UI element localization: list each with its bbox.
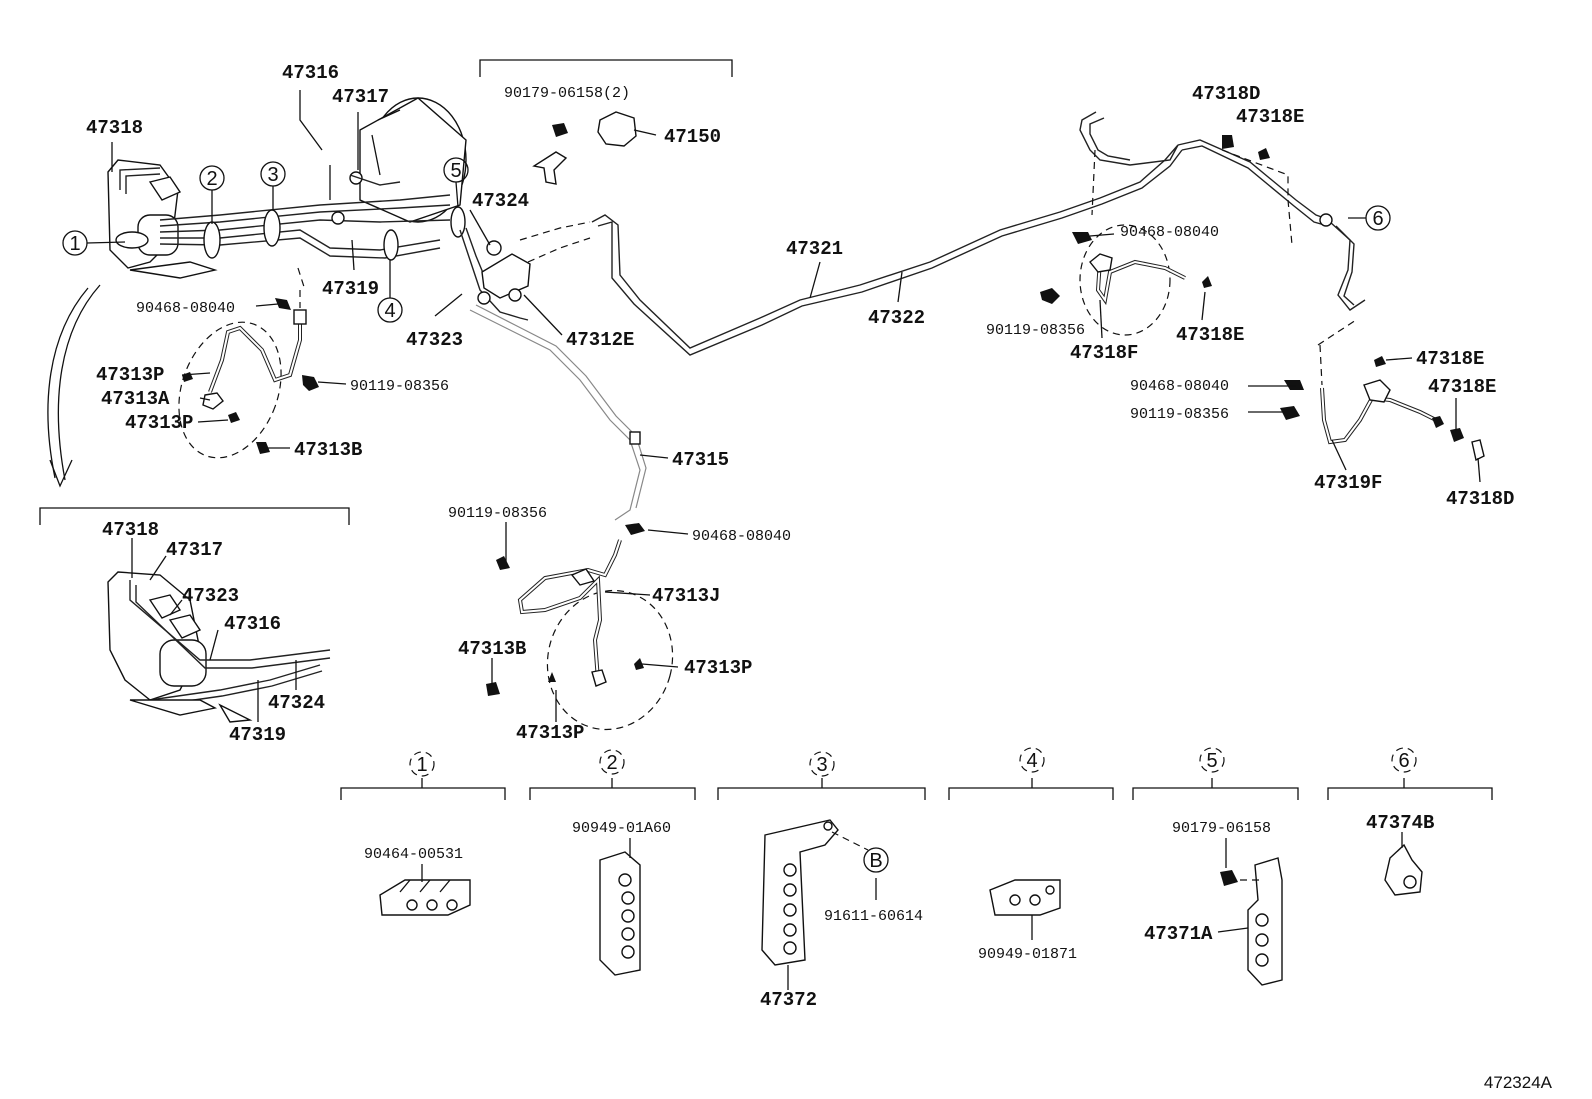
inset-label-47319: 47319	[229, 724, 286, 746]
label-90119-08356-c: 90119-08356	[1130, 406, 1229, 423]
svg-text:4: 4	[1026, 750, 1037, 772]
svg-text:B: B	[869, 850, 882, 872]
svg-text:6: 6	[1372, 208, 1383, 230]
bracket-47150	[479, 59, 733, 77]
kit-label-47371a: 47371A	[1144, 923, 1213, 945]
callout-1-kit: 1	[409, 751, 435, 777]
label-47319: 47319	[322, 278, 379, 300]
callout-1-main: 1	[62, 230, 126, 256]
label-90468-08040-b: 90468-08040	[1120, 224, 1219, 241]
label-47316: 47316	[282, 62, 339, 84]
label-47313p-a: 47313P	[96, 364, 164, 386]
inset-label-47316: 47316	[224, 613, 281, 635]
kit-label-90464-00531: 90464-00531	[364, 846, 463, 863]
svg-text:1: 1	[69, 233, 80, 255]
kit-label-90949-01a60: 90949-01A60	[572, 820, 671, 837]
label-47318e-b: 47318E	[1176, 324, 1244, 346]
svg-text:5: 5	[450, 160, 461, 182]
callout-4-kit: 4	[1019, 747, 1045, 773]
callout-3-kit: 3	[809, 751, 835, 777]
svg-text:3: 3	[816, 754, 827, 776]
label-47317: 47317	[332, 86, 389, 108]
label-47318f: 47318F	[1070, 342, 1138, 364]
callout-markers: 1 2 3 4 5 6 1 2 3 4 5 6 B	[62, 157, 1417, 873]
callout-6-kit: 6	[1391, 747, 1417, 773]
label-90179-06158-2: 90179-06158(2)	[504, 85, 630, 102]
callout-2-main: 2	[199, 165, 225, 224]
kit-label-47372: 47372	[760, 989, 817, 1011]
label-47323: 47323	[406, 329, 463, 351]
label-47318e-c: 47318E	[1416, 348, 1484, 370]
part-labels: 47316 47317 47318 90179-06158(2) 47150 4…	[86, 62, 1514, 1011]
inset-view	[39, 507, 350, 723]
rear-center-hose-group	[486, 523, 674, 731]
leader-lines	[111, 90, 1481, 990]
label-47313b-b: 47313B	[458, 638, 526, 660]
kit-label-91611-60614: 91611-60614	[824, 908, 923, 925]
svg-text:5: 5	[1206, 750, 1217, 772]
inset-label-47323: 47323	[182, 585, 239, 607]
label-47150: 47150	[664, 126, 721, 148]
label-47313a: 47313A	[101, 388, 170, 410]
label-90119-08356-d: 90119-08356	[448, 505, 547, 522]
label-47321: 47321	[786, 238, 843, 260]
label-90468-08040-c: 90468-08040	[1130, 378, 1229, 395]
svg-text:2: 2	[606, 752, 617, 774]
label-47318d-a: 47318D	[1192, 83, 1260, 105]
svg-text:4: 4	[384, 300, 395, 322]
callout-4-main: 4	[377, 260, 403, 323]
label-47313b-a: 47313B	[294, 439, 362, 461]
callout-5-main: 5	[443, 157, 469, 208]
label-47315: 47315	[672, 449, 729, 471]
diagram-code: 472324A	[1484, 1073, 1553, 1092]
label-47313j: 47313J	[652, 585, 720, 607]
clamp-kit-row	[340, 787, 1493, 986]
valve-47150-group	[532, 111, 637, 185]
label-47313p-b: 47313P	[125, 412, 193, 434]
callout-6-main: 6	[1319, 205, 1391, 231]
label-90119-08356-b: 90119-08356	[986, 322, 1085, 339]
callout-3-main: 3	[260, 161, 286, 210]
label-47313p-d: 47313P	[516, 722, 584, 744]
label-90468-08040-a: 90468-08040	[136, 300, 235, 317]
label-90468-08040-d: 90468-08040	[692, 528, 791, 545]
kit-label-47374b: 47374B	[1366, 812, 1434, 834]
callout-b-kit: B	[863, 847, 889, 873]
rear-right-hose-group	[1040, 135, 1485, 462]
view-arrow	[57, 284, 101, 481]
label-47313p-c: 47313P	[684, 657, 752, 679]
svg-text:3: 3	[267, 164, 278, 186]
label-47324: 47324	[472, 190, 529, 212]
master-cylinder-assembly	[107, 97, 467, 279]
inset-label-47317: 47317	[166, 539, 223, 561]
label-47312e: 47312E	[566, 329, 634, 351]
inset-label-47318: 47318	[102, 519, 159, 541]
inset-label-47324: 47324	[268, 692, 325, 714]
svg-text:1: 1	[416, 754, 427, 776]
label-47318: 47318	[86, 117, 143, 139]
callout-5-kit: 5	[1199, 747, 1225, 773]
label-47322: 47322	[868, 307, 925, 329]
label-47318e-d: 47318E	[1428, 376, 1496, 398]
label-47319f: 47319F	[1314, 472, 1382, 494]
kit-label-90949-01871: 90949-01871	[978, 946, 1077, 963]
callout-2-kit: 2	[599, 749, 625, 775]
svg-text:2: 2	[206, 168, 217, 190]
center-junction-pipes	[459, 111, 1366, 521]
label-47318d-b: 47318D	[1446, 488, 1514, 510]
label-47318e-a: 47318E	[1236, 106, 1304, 128]
label-90119-08356-a: 90119-08356	[350, 378, 449, 395]
svg-text:6: 6	[1398, 750, 1409, 772]
front-left-hose-group	[178, 267, 319, 459]
kit-label-90179-06158: 90179-06158	[1172, 820, 1271, 837]
